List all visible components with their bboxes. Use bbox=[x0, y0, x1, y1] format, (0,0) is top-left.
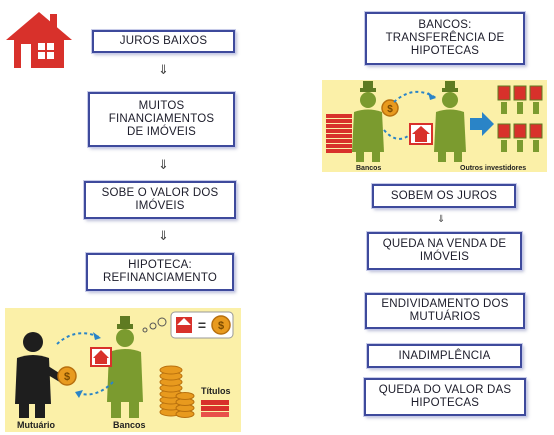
illustration-label-outros-investidores: Outros investidores bbox=[460, 165, 526, 172]
box-line: HIPOTECA: bbox=[128, 259, 192, 271]
flow-box-muitos-financiamentos: MUITOS FINANCIAMENTOS DE IMÓVEIS bbox=[88, 92, 235, 147]
box-line: HIPOTECAS bbox=[410, 397, 480, 409]
svg-text:$: $ bbox=[387, 104, 393, 115]
flow-box-bancos-transferencia: BANCOS: TRANSFERÊNCIA DE HIPOTECAS bbox=[365, 12, 525, 65]
box-line: QUEDA DO VALOR DAS bbox=[378, 384, 512, 396]
illustration-label-titulos: Títulos bbox=[201, 386, 231, 396]
flow-box-endividamento: ENDIVIDAMENTO DOS MUTUÁRIOS bbox=[365, 293, 525, 329]
svg-text:=: = bbox=[198, 317, 206, 333]
box-line: IMÓVEIS bbox=[135, 200, 185, 212]
box-line: FINANCIAMENTOS bbox=[108, 113, 215, 125]
box-line: INADIMPLÊNCIA bbox=[398, 349, 491, 362]
illustration-mortgage-transfer: $ Bancos Outros investidores bbox=[322, 80, 547, 172]
flow-box-queda-valor-hipotecas: QUEDA DO VALOR DAS HIPOTECAS bbox=[364, 378, 526, 416]
down-arrow-icon: ⇓ bbox=[158, 158, 169, 173]
illustration-mortgage-loan: $ = $ bbox=[5, 308, 241, 432]
svg-text:$: $ bbox=[218, 320, 224, 332]
box-line: IMÓVEIS bbox=[419, 251, 470, 263]
illustration-label-bancos: Bancos bbox=[113, 420, 146, 430]
box-line: MUTUÁRIOS bbox=[409, 311, 481, 323]
flow-box-sobem-juros: SOBEM OS JUROS bbox=[372, 184, 516, 208]
illustration-label-bancos-right: Bancos bbox=[356, 165, 381, 172]
box-line: SOBE O VALOR DOS bbox=[101, 187, 219, 199]
box-line: MUITOS bbox=[138, 100, 185, 112]
box-line: DE IMÓVEIS bbox=[126, 126, 197, 138]
box-line: ENDIVIDAMENTO DOS bbox=[381, 298, 509, 310]
svg-text:$: $ bbox=[64, 371, 70, 383]
down-arrow-icon: ⇓ bbox=[158, 229, 169, 244]
box-line: REFINANCIAMENTO bbox=[103, 272, 217, 284]
box-line: QUEDA NA VENDA DE bbox=[382, 238, 507, 250]
illustration-label-mutuario: Mutuário bbox=[17, 420, 55, 430]
box-line: HIPOTECAS bbox=[410, 45, 480, 57]
flow-box-queda-venda: QUEDA NA VENDA DE IMÓVEIS bbox=[367, 232, 522, 270]
box-line: SOBEM OS JUROS bbox=[390, 189, 498, 202]
box-line: TRANSFERÊNCIA DE bbox=[385, 32, 505, 44]
flow-box-hipoteca-refinanciamento: HIPOTECA: REFINANCIAMENTO bbox=[86, 253, 234, 291]
down-arrow-icon: ⇓ bbox=[158, 63, 169, 78]
flow-box-inadimplencia: INADIMPLÊNCIA bbox=[367, 344, 522, 368]
down-arrow-icon: ⇓ bbox=[437, 214, 446, 225]
flow-box-juros-baixos: JUROS BAIXOS bbox=[92, 30, 235, 53]
house-icon bbox=[6, 12, 72, 68]
flow-box-sobe-valor: SOBE O VALOR DOS IMÓVEIS bbox=[84, 181, 236, 219]
box-line: JUROS BAIXOS bbox=[119, 35, 208, 47]
box-line: BANCOS: bbox=[418, 19, 472, 31]
